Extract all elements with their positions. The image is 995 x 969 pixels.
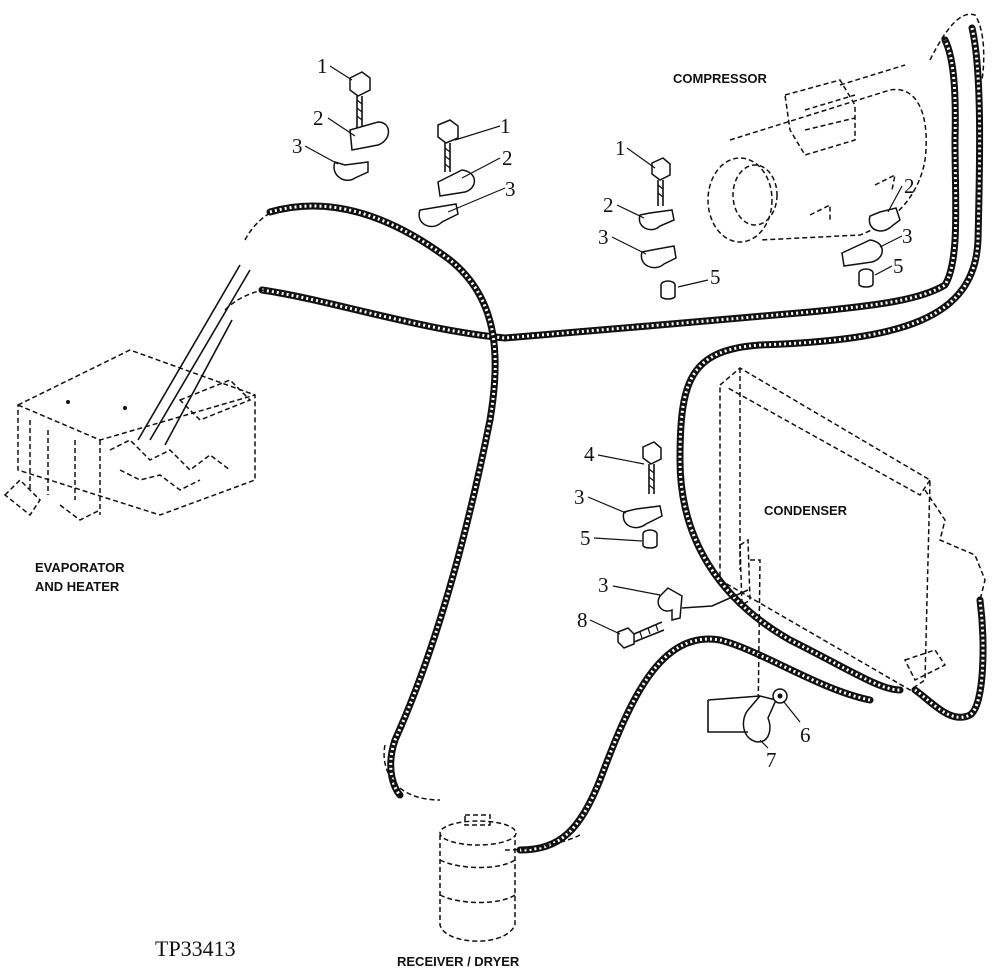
hose-evaporator-to-compressor (258, 36, 960, 342)
callout-bracket-3: 3 (598, 573, 609, 597)
callout-top-left-1: 1 (317, 54, 328, 78)
nut-6-condenser-bottom (772, 688, 788, 704)
callout-compressor-left-1: 1 (615, 136, 626, 160)
bolt-1-compressor-left (651, 157, 671, 206)
clamp-2-compressor-left (638, 209, 675, 231)
callout-top-center-2: 2 (502, 146, 513, 170)
spacer-5-compressor-right (858, 268, 874, 288)
clamp-3-compressor-left (640, 245, 677, 269)
spacer-5-compressor-left (660, 280, 676, 300)
callout-compressor-left-3: 3 (598, 225, 609, 249)
fitting-dashed-top (244, 211, 273, 241)
compressor-unit (707, 64, 927, 243)
clamp-3-condenser (622, 505, 663, 529)
clamp-3-compressor-right (841, 239, 883, 267)
bolt-1-top-center (437, 119, 459, 172)
callout-condenser-5: 5 (580, 526, 591, 550)
label-evaporator-line1: EVAPORATOR (35, 560, 125, 575)
hose-condenser-right-loop (911, 596, 987, 721)
hose-compressor-to-condenser (676, 24, 984, 694)
callout-top-left-2: 2 (313, 106, 324, 130)
label-compressor: COMPRESSOR (673, 71, 768, 86)
fitting-dashed-top-right (929, 13, 985, 81)
callout-bracket-8: 8 (577, 608, 588, 632)
fitting-dashed-mid (224, 289, 266, 311)
evaporator-heater-unit (3, 349, 256, 521)
bolt-4-condenser (642, 441, 662, 494)
label-receiver-dryer: RECEIVER / DRYER (397, 954, 520, 969)
callout-bottom-7: 7 (766, 748, 777, 772)
evaporator-pipe-3 (164, 319, 233, 446)
spacer-5-condenser (642, 529, 658, 549)
clamp-2-compressor-right (868, 207, 901, 232)
callout-compressor-right-3: 3 (902, 224, 913, 248)
hose-evaporator-to-receiver (266, 202, 499, 799)
clamp-3-top-center (418, 203, 459, 228)
evaporator-pipe-1 (137, 264, 241, 441)
callout-bottom-6: 6 (800, 723, 811, 747)
hose-condenser-to-receiver (516, 635, 874, 854)
callout-top-center-3: 3 (505, 177, 516, 201)
figure-id: TP33413 (155, 936, 236, 961)
bolt-8-condenser-bracket (617, 621, 665, 649)
callout-top-center-1: 1 (500, 114, 511, 138)
clamp-3-top-left (333, 161, 369, 182)
callout-compressor-left-5: 5 (710, 265, 721, 289)
label-evaporator-line2: AND HEATER (35, 579, 120, 594)
receiver-dryer-unit (439, 814, 517, 942)
clamp-3-condenser-bracket (657, 587, 749, 621)
clamp-2-top-left (349, 121, 390, 151)
callout-condenser-4: 4 (584, 442, 595, 466)
bolt-1-top-left (349, 71, 371, 128)
clamp-7-condenser-bottom (707, 695, 778, 743)
condenser-unit (719, 367, 986, 721)
callout-top-left-3: 3 (292, 134, 303, 158)
callout-compressor-left-2: 2 (603, 193, 614, 217)
evaporator-pipe-2 (149, 269, 251, 441)
leader-lines (304, 65, 903, 749)
callout-condenser-3: 3 (574, 485, 585, 509)
label-condenser: CONDENSER (764, 503, 848, 518)
fitting-dashed-receiver (383, 744, 441, 801)
callout-compressor-right-2: 2 (904, 174, 915, 198)
callout-compressor-right-5: 5 (893, 254, 904, 278)
